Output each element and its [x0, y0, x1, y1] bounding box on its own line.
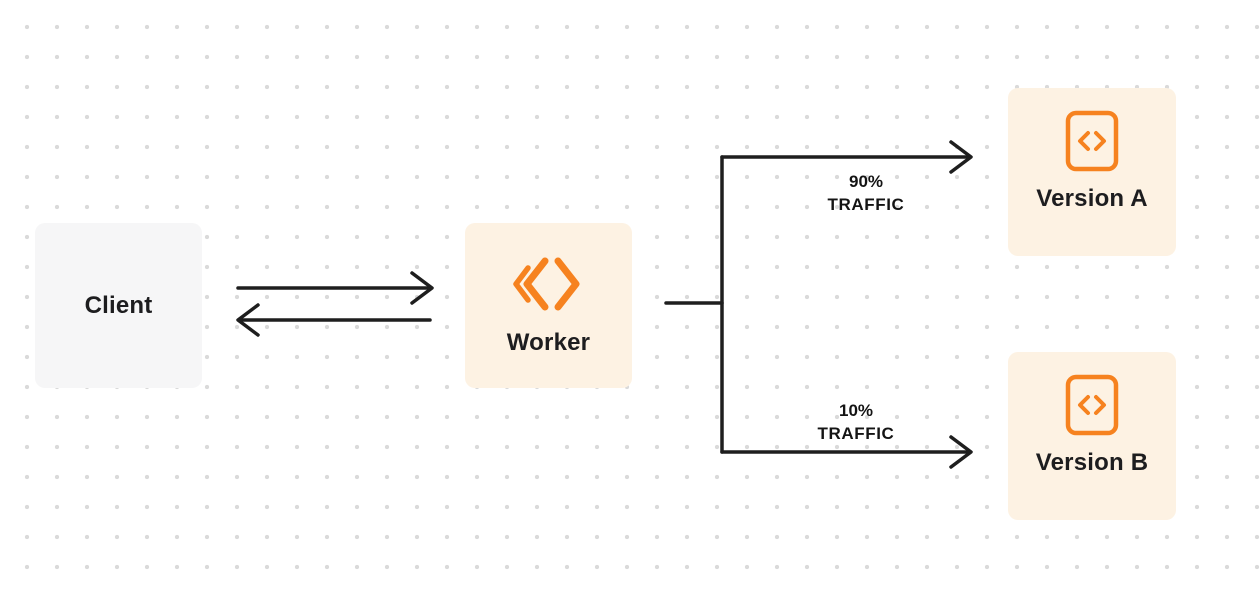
- edge-label-10-caption: TRAFFIC: [817, 424, 895, 443]
- node-version-a-label: Version A: [1036, 185, 1148, 212]
- edge-label-90-caption: TRAFFIC: [827, 195, 905, 214]
- arrow-client-to-worker: [236, 271, 434, 305]
- node-version-a: Version A: [1008, 88, 1176, 256]
- edge-label-10-traffic: 10% TRAFFIC: [771, 399, 941, 445]
- node-version-b-label: Version B: [1035, 449, 1149, 476]
- arrow-worker-to-version-a: [720, 140, 973, 174]
- node-worker-label: Worker: [506, 328, 591, 356]
- node-version-b: Version B: [1008, 352, 1176, 520]
- edge-label-90-percent: 90%: [848, 172, 884, 191]
- arrow-worker-to-version-b: [720, 435, 973, 469]
- code-box-icon: [1065, 374, 1119, 436]
- arrow-worker-to-client: [236, 303, 432, 337]
- code-box-icon: [1065, 110, 1119, 172]
- node-client: Client: [35, 223, 202, 388]
- node-worker: Worker: [465, 223, 632, 388]
- edge-label-10-percent: 10%: [838, 401, 874, 420]
- workers-chevrons-icon: [512, 257, 579, 310]
- edge-label-90-traffic: 90% TRAFFIC: [781, 170, 951, 216]
- split-connector: [664, 155, 724, 454]
- node-client-label: Client: [84, 291, 153, 319]
